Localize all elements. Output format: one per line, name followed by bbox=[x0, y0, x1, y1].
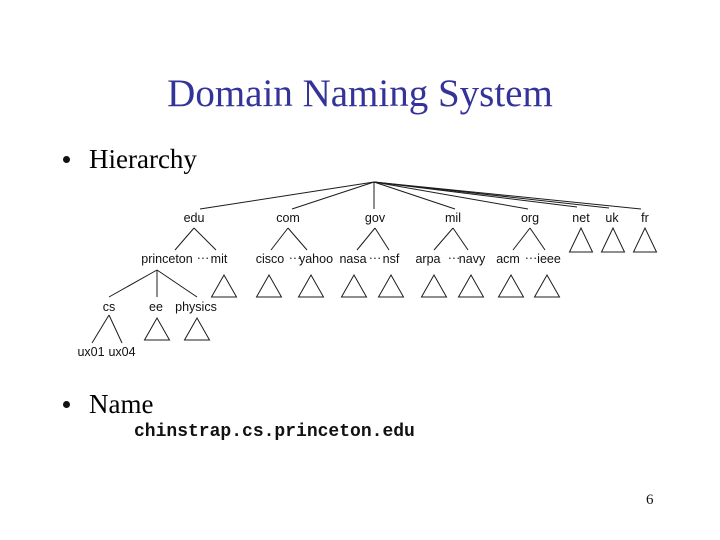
ellipsis-separator: ··· bbox=[289, 251, 302, 265]
tree-edge bbox=[452, 227, 469, 251]
node-mit: mit bbox=[211, 252, 228, 266]
subtree-triangle bbox=[457, 273, 485, 298]
node-org: org bbox=[521, 211, 539, 225]
node-cs: cs bbox=[103, 300, 116, 314]
example-domain-name: chinstrap.cs.princeton.edu bbox=[134, 422, 415, 442]
tree-edge bbox=[373, 181, 529, 210]
tree-edge bbox=[356, 227, 376, 251]
bullet-icon bbox=[63, 401, 70, 409]
tree-edge bbox=[108, 269, 158, 298]
subtree-triangle bbox=[255, 273, 283, 298]
subtree-triangle bbox=[420, 273, 448, 298]
tree-edge bbox=[91, 314, 110, 344]
tree-edge bbox=[108, 314, 123, 344]
tree-edge bbox=[291, 181, 375, 210]
bullet-item-name: Name bbox=[63, 389, 153, 420]
tree-edge bbox=[193, 227, 217, 251]
subtree-triangle bbox=[568, 226, 594, 253]
node-acm: acm bbox=[496, 252, 520, 266]
node-gov: gov bbox=[365, 211, 386, 225]
tree-edge bbox=[156, 269, 198, 298]
node-ux04: ux04 bbox=[108, 345, 135, 359]
node-physics: physics bbox=[175, 300, 217, 314]
tree-edge bbox=[373, 181, 642, 210]
subtree-triangle bbox=[210, 273, 238, 298]
bullet-icon bbox=[63, 156, 70, 164]
subtree-triangle bbox=[143, 316, 171, 341]
tree-edge bbox=[374, 227, 390, 251]
ellipsis-separator: ··· bbox=[525, 251, 538, 265]
node-uk: uk bbox=[605, 211, 619, 225]
ellipsis-separator: ··· bbox=[369, 251, 382, 265]
slide-title: Domain Naming System bbox=[167, 72, 553, 115]
node-ieee: ieee bbox=[537, 252, 561, 266]
subtree-triangle bbox=[183, 316, 211, 341]
node-net: net bbox=[572, 211, 590, 225]
node-ee: ee bbox=[149, 300, 163, 314]
tree-edge bbox=[287, 227, 308, 251]
tree-edge bbox=[529, 227, 546, 251]
tree-edge bbox=[373, 181, 456, 210]
bullet-label: Name bbox=[89, 389, 154, 419]
tree-edge bbox=[199, 181, 375, 210]
node-fr: fr bbox=[641, 211, 649, 225]
node-yahoo: yahoo bbox=[299, 252, 333, 266]
node-com: com bbox=[276, 211, 300, 225]
bullet-label: Hierarchy bbox=[89, 144, 197, 174]
subtree-triangle bbox=[600, 226, 626, 253]
subtree-triangle bbox=[533, 273, 561, 298]
bullet-item-hierarchy: Hierarchy bbox=[63, 144, 197, 175]
subtree-triangle bbox=[340, 273, 368, 298]
node-arpa: arpa bbox=[415, 252, 440, 266]
node-cisco: cisco bbox=[256, 252, 285, 266]
ellipsis-separator: ··· bbox=[448, 251, 461, 265]
node-edu: edu bbox=[184, 211, 205, 225]
node-navy: navy bbox=[459, 252, 486, 266]
tree-edge bbox=[174, 227, 195, 251]
node-nasa: nasa bbox=[339, 252, 366, 266]
node-nsf: nsf bbox=[383, 252, 400, 266]
page-number: 6 bbox=[646, 492, 654, 508]
ellipsis-separator: ··· bbox=[197, 251, 210, 265]
subtree-triangle bbox=[297, 273, 325, 298]
node-princeton: princeton bbox=[141, 252, 192, 266]
subtree-triangle bbox=[377, 273, 405, 298]
tree-edge bbox=[270, 227, 289, 251]
tree-edge bbox=[512, 227, 531, 251]
tree-edge bbox=[433, 227, 454, 251]
subtree-triangle bbox=[632, 226, 658, 253]
node-mil: mil bbox=[445, 211, 461, 225]
node-ux01: ux01 bbox=[77, 345, 104, 359]
subtree-triangle bbox=[497, 273, 525, 298]
